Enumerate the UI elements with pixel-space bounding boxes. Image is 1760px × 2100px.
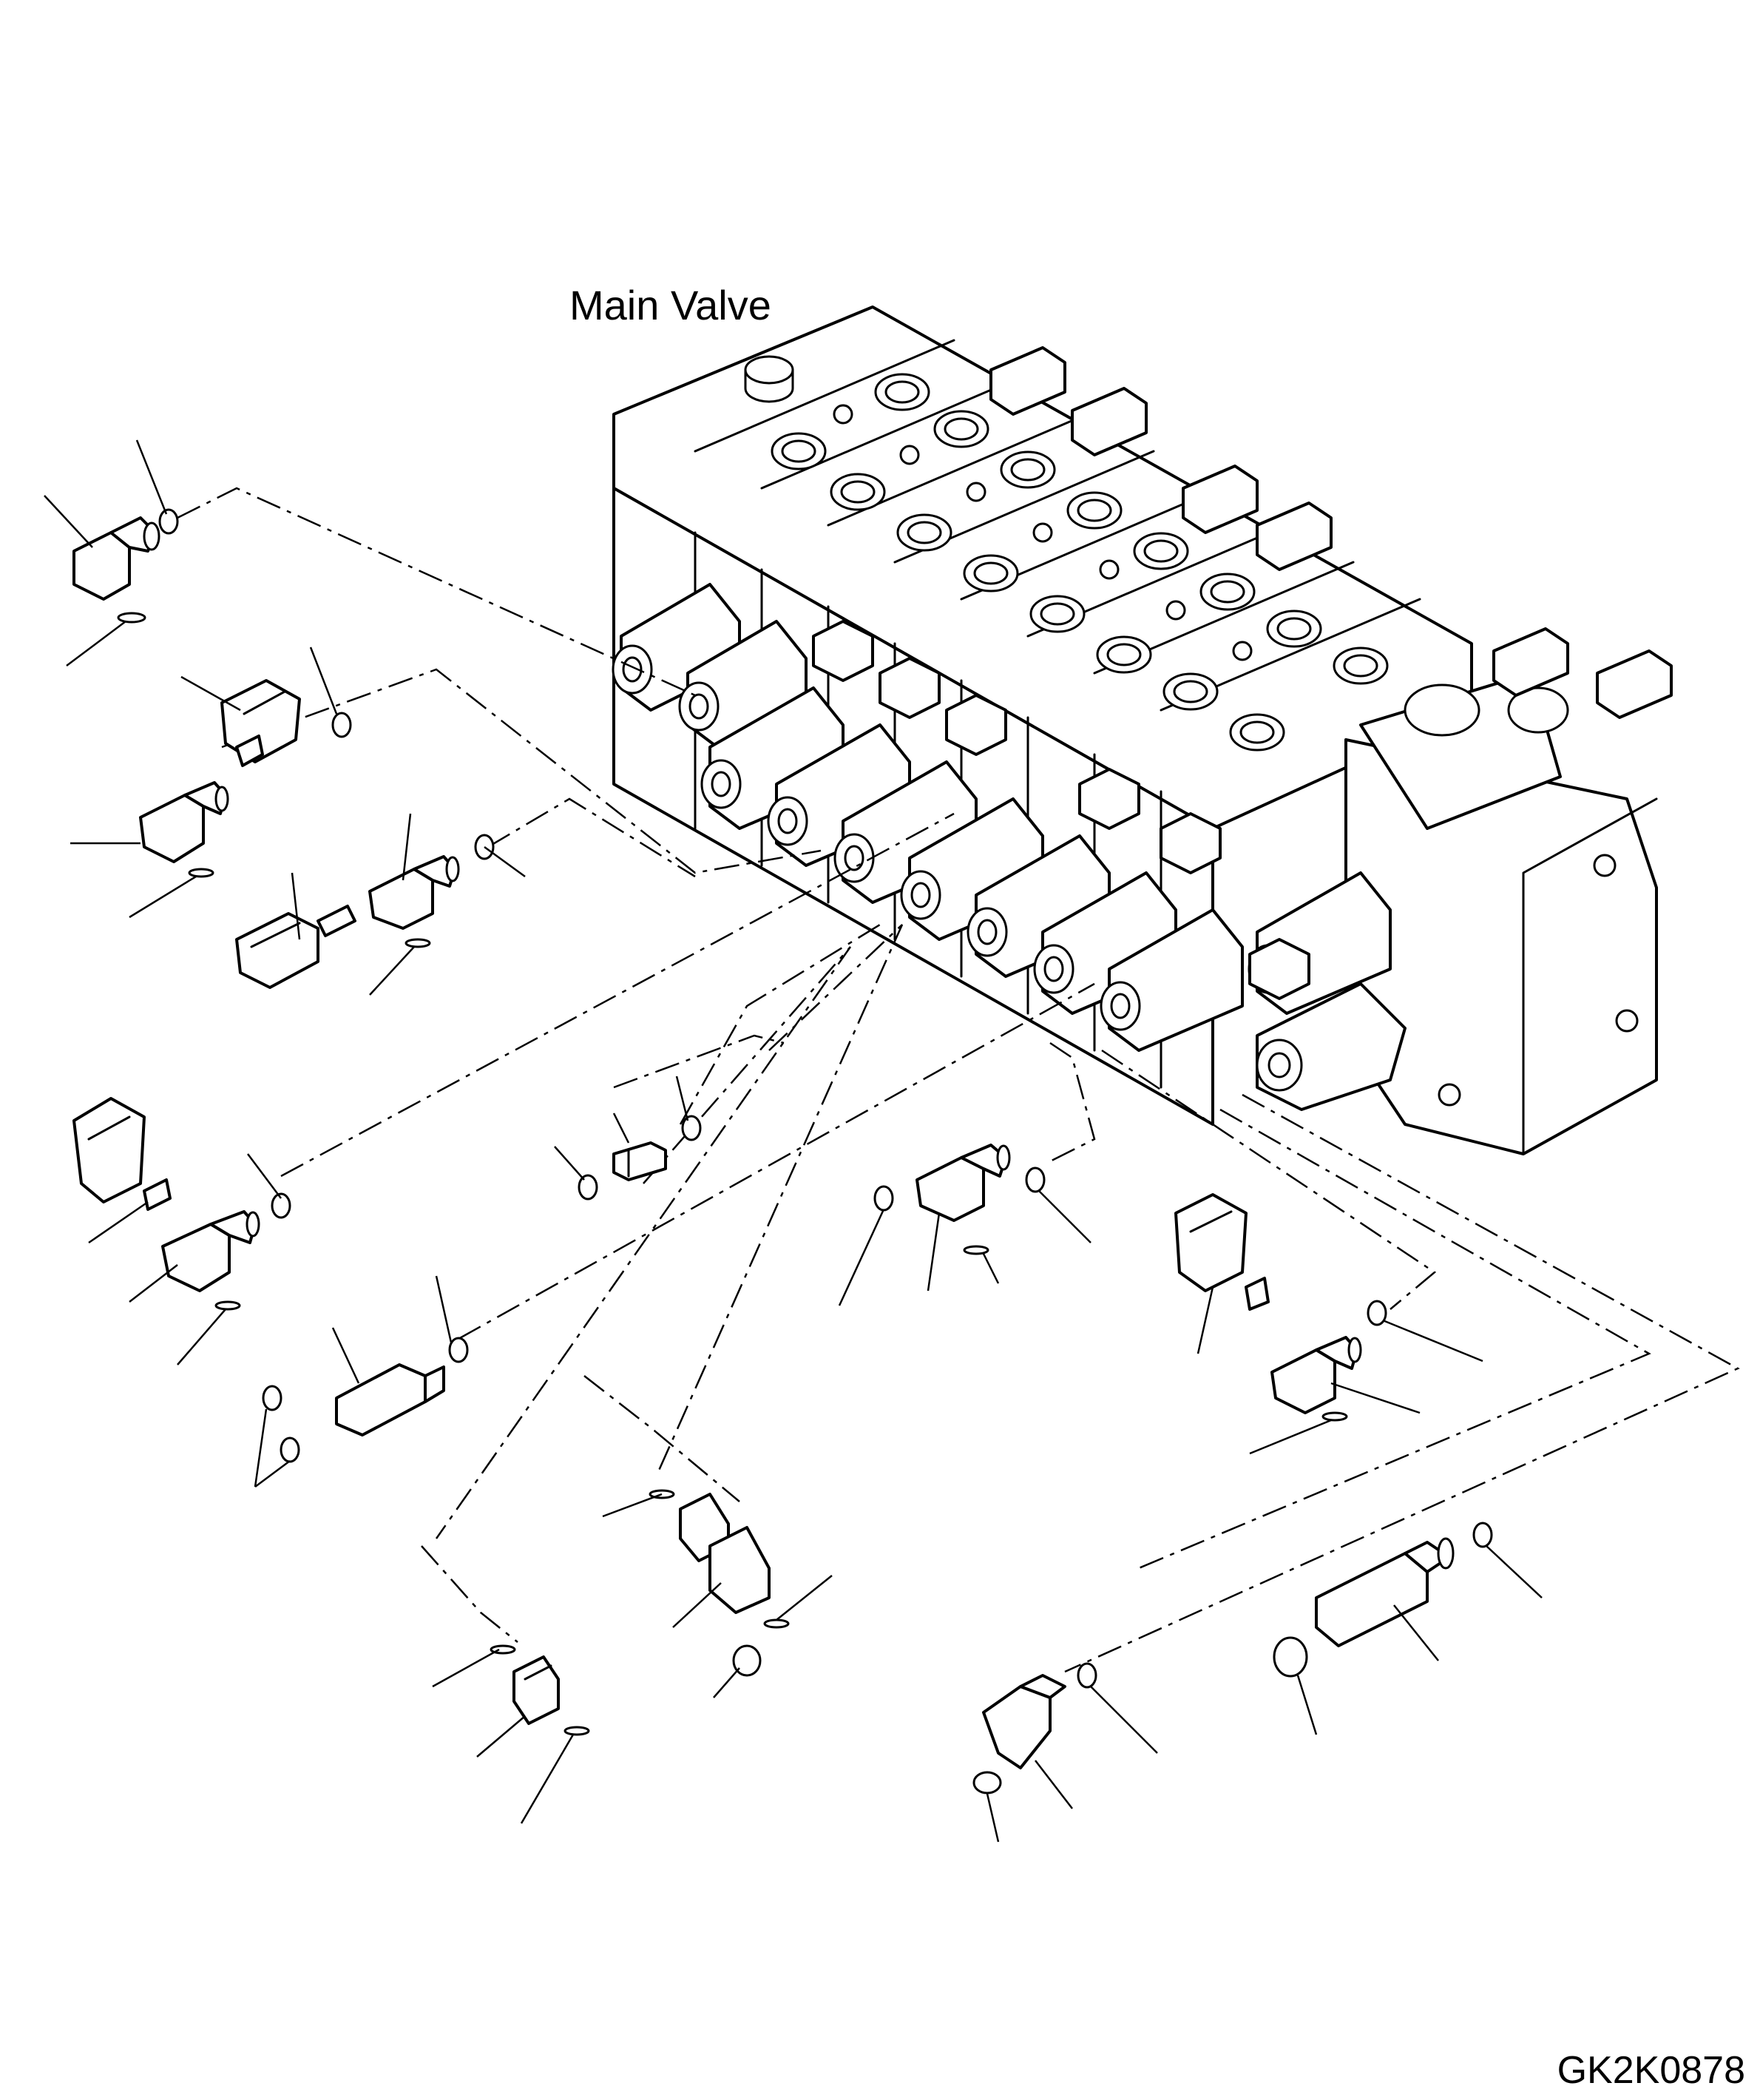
o-ring-icon [1321, 1411, 1348, 1422]
plug-icon [1315, 1537, 1455, 1647]
o-ring-icon [732, 1644, 762, 1677]
o-ring-icon [117, 612, 146, 624]
o-ring-icon [331, 712, 352, 738]
straight-adapter-icon [679, 1493, 771, 1614]
o-ring-icon [448, 1337, 469, 1363]
o-ring-icon [1077, 1662, 1097, 1689]
elbow-adapter-icon [982, 1674, 1066, 1769]
o-ring-icon [763, 1618, 790, 1629]
straight-adapter-icon [335, 1363, 445, 1436]
o-ring-icon [262, 1385, 282, 1411]
o-ring-icon [681, 1115, 702, 1141]
o-ring-icon [158, 508, 179, 535]
o-ring-icon [280, 1436, 300, 1463]
o-ring-icon [972, 1771, 1002, 1795]
o-ring-icon [271, 1192, 291, 1219]
o-ring-icon [963, 1245, 989, 1255]
o-ring-icon [214, 1300, 241, 1311]
centerlines [177, 487, 1740, 1673]
drawing-code: GK2K0878 [1557, 2049, 1745, 2092]
o-ring-icon [1472, 1522, 1493, 1548]
diagram-title: Main Valve [569, 282, 771, 328]
leader-lines [44, 439, 1543, 1843]
straight-adapter-icon [612, 1141, 667, 1181]
pressure-sensor-icon [72, 1097, 172, 1211]
elbow-adapter-icon [161, 1210, 260, 1292]
o-ring-icon [405, 938, 431, 948]
o-ring-icon [1025, 1167, 1046, 1193]
o-ring-icon [873, 1185, 894, 1212]
o-ring-icon [1273, 1636, 1308, 1678]
pressure-sensor-icon [220, 679, 301, 767]
o-ring-icon [1367, 1300, 1387, 1326]
elbow-adapter-icon [72, 516, 160, 601]
elbow-adapter-icon [139, 781, 229, 863]
elbow-adapter-icon [915, 1144, 1011, 1222]
pressure-sensor-icon [235, 905, 356, 989]
o-ring-icon [578, 1174, 598, 1201]
o-ring-icon [563, 1726, 590, 1736]
pressure-sensor-icon [1174, 1193, 1270, 1311]
straight-adapter-icon [512, 1655, 560, 1725]
elbow-adapter-icon [1270, 1336, 1362, 1414]
o-ring-icon [188, 868, 214, 878]
main-valve-icon [612, 305, 1673, 1155]
elbow-adapter-icon [368, 855, 460, 930]
